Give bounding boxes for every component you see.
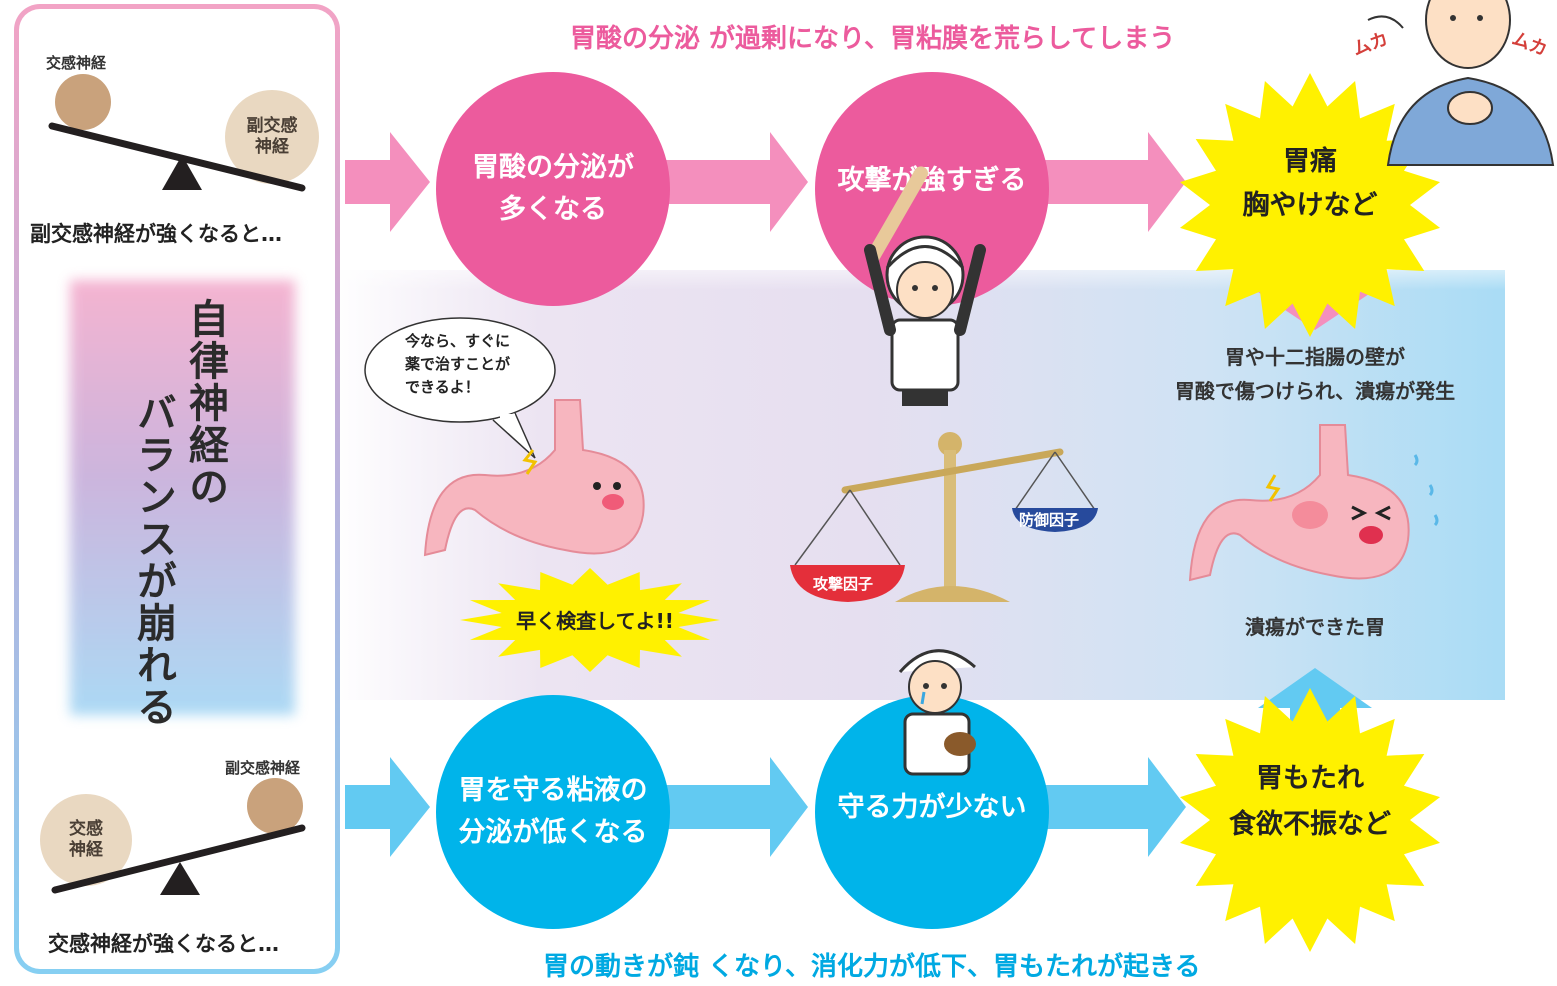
bottom-scale-light-ball: 交感 神経 [40,794,132,886]
top-scale-beam [48,122,306,192]
bottom-result-label: 胃もたれ 食欲不振など [1229,763,1391,840]
speech-bubble-text: 今なら、すぐに 薬で治すことが できるよ！ [405,332,511,396]
top-result-label: 胃痛 胸やけなど [1242,146,1378,221]
batter-illustration [864,166,986,406]
top-scale-heavy-label: 交感神経 [46,54,107,72]
ulcer-explanation: 胃や十二指腸の壁が 胃酸で傷つけられ、潰瘍が発生 [1174,345,1456,403]
top-step1-circle: 胃酸の分泌が 多くなる [436,72,670,306]
vertical-title-line2: バランスが崩れる [130,392,176,728]
headline-bottom: 胃の動きが鈍 くなり、消化力が低下、胃もたれが起きる [543,952,1201,982]
burst-shape [460,568,720,672]
vertical-title-backdrop [70,280,295,715]
headline-top: 胃酸の分泌 が過剰になり、胃粘膜を荒らしてしまう [570,24,1176,54]
bottom-scale-heavy-ball [247,778,303,834]
burst-shape [1180,688,1440,952]
top-result-burst [1180,73,1440,337]
ulcer-caption: 潰瘍ができた胃 [1245,615,1385,639]
attack-factor-label: 攻撃因子 [813,575,874,593]
top-step1-label: 胃酸の分泌が 多くなる [472,152,634,225]
heartburn-man-illustration [1367,0,1555,166]
top-scale-caption: 副交感神経が強くなると… [30,222,282,246]
vertical-title-line1: 自律神経の [182,298,228,508]
bottom-scale-light-label: 交感 神経 [69,819,103,860]
top-scale-light-ball: 副交感 神経 [225,90,319,184]
bottom-scale-caption: 交感神経が強くなると… [48,932,279,956]
bottom-step1-circle: 胃を守る粘液の 分泌が低くなる [436,695,670,929]
bottom-step2-label: 守る力が少ない [837,792,1027,823]
balance-scale [790,432,1098,602]
top-step2-label: 攻撃が強すぎる [837,165,1027,196]
stomach-illustration-ulcer [1188,424,1439,582]
alert-burst-text: 早く検査してよ!! [516,609,674,633]
alert-burst [460,568,720,672]
defense-factor-label: 防御因子 [1019,511,1080,529]
top-scale-light-label: 副交感 神経 [246,116,298,157]
bottom-scale-heavy-label: 副交感神経 [225,759,301,777]
catcher-illustration [898,649,976,776]
burst-shape [1180,73,1440,337]
bottom-result-burst [1180,688,1440,952]
stomach-illustration-left [423,399,645,557]
top-scale-heavy-ball [55,74,111,130]
bottom-scale-beam [51,824,306,895]
speech-bubble-shape [364,317,556,459]
bottom-step1-label: 胃を守る粘液の 分泌が低くなる [458,775,648,848]
